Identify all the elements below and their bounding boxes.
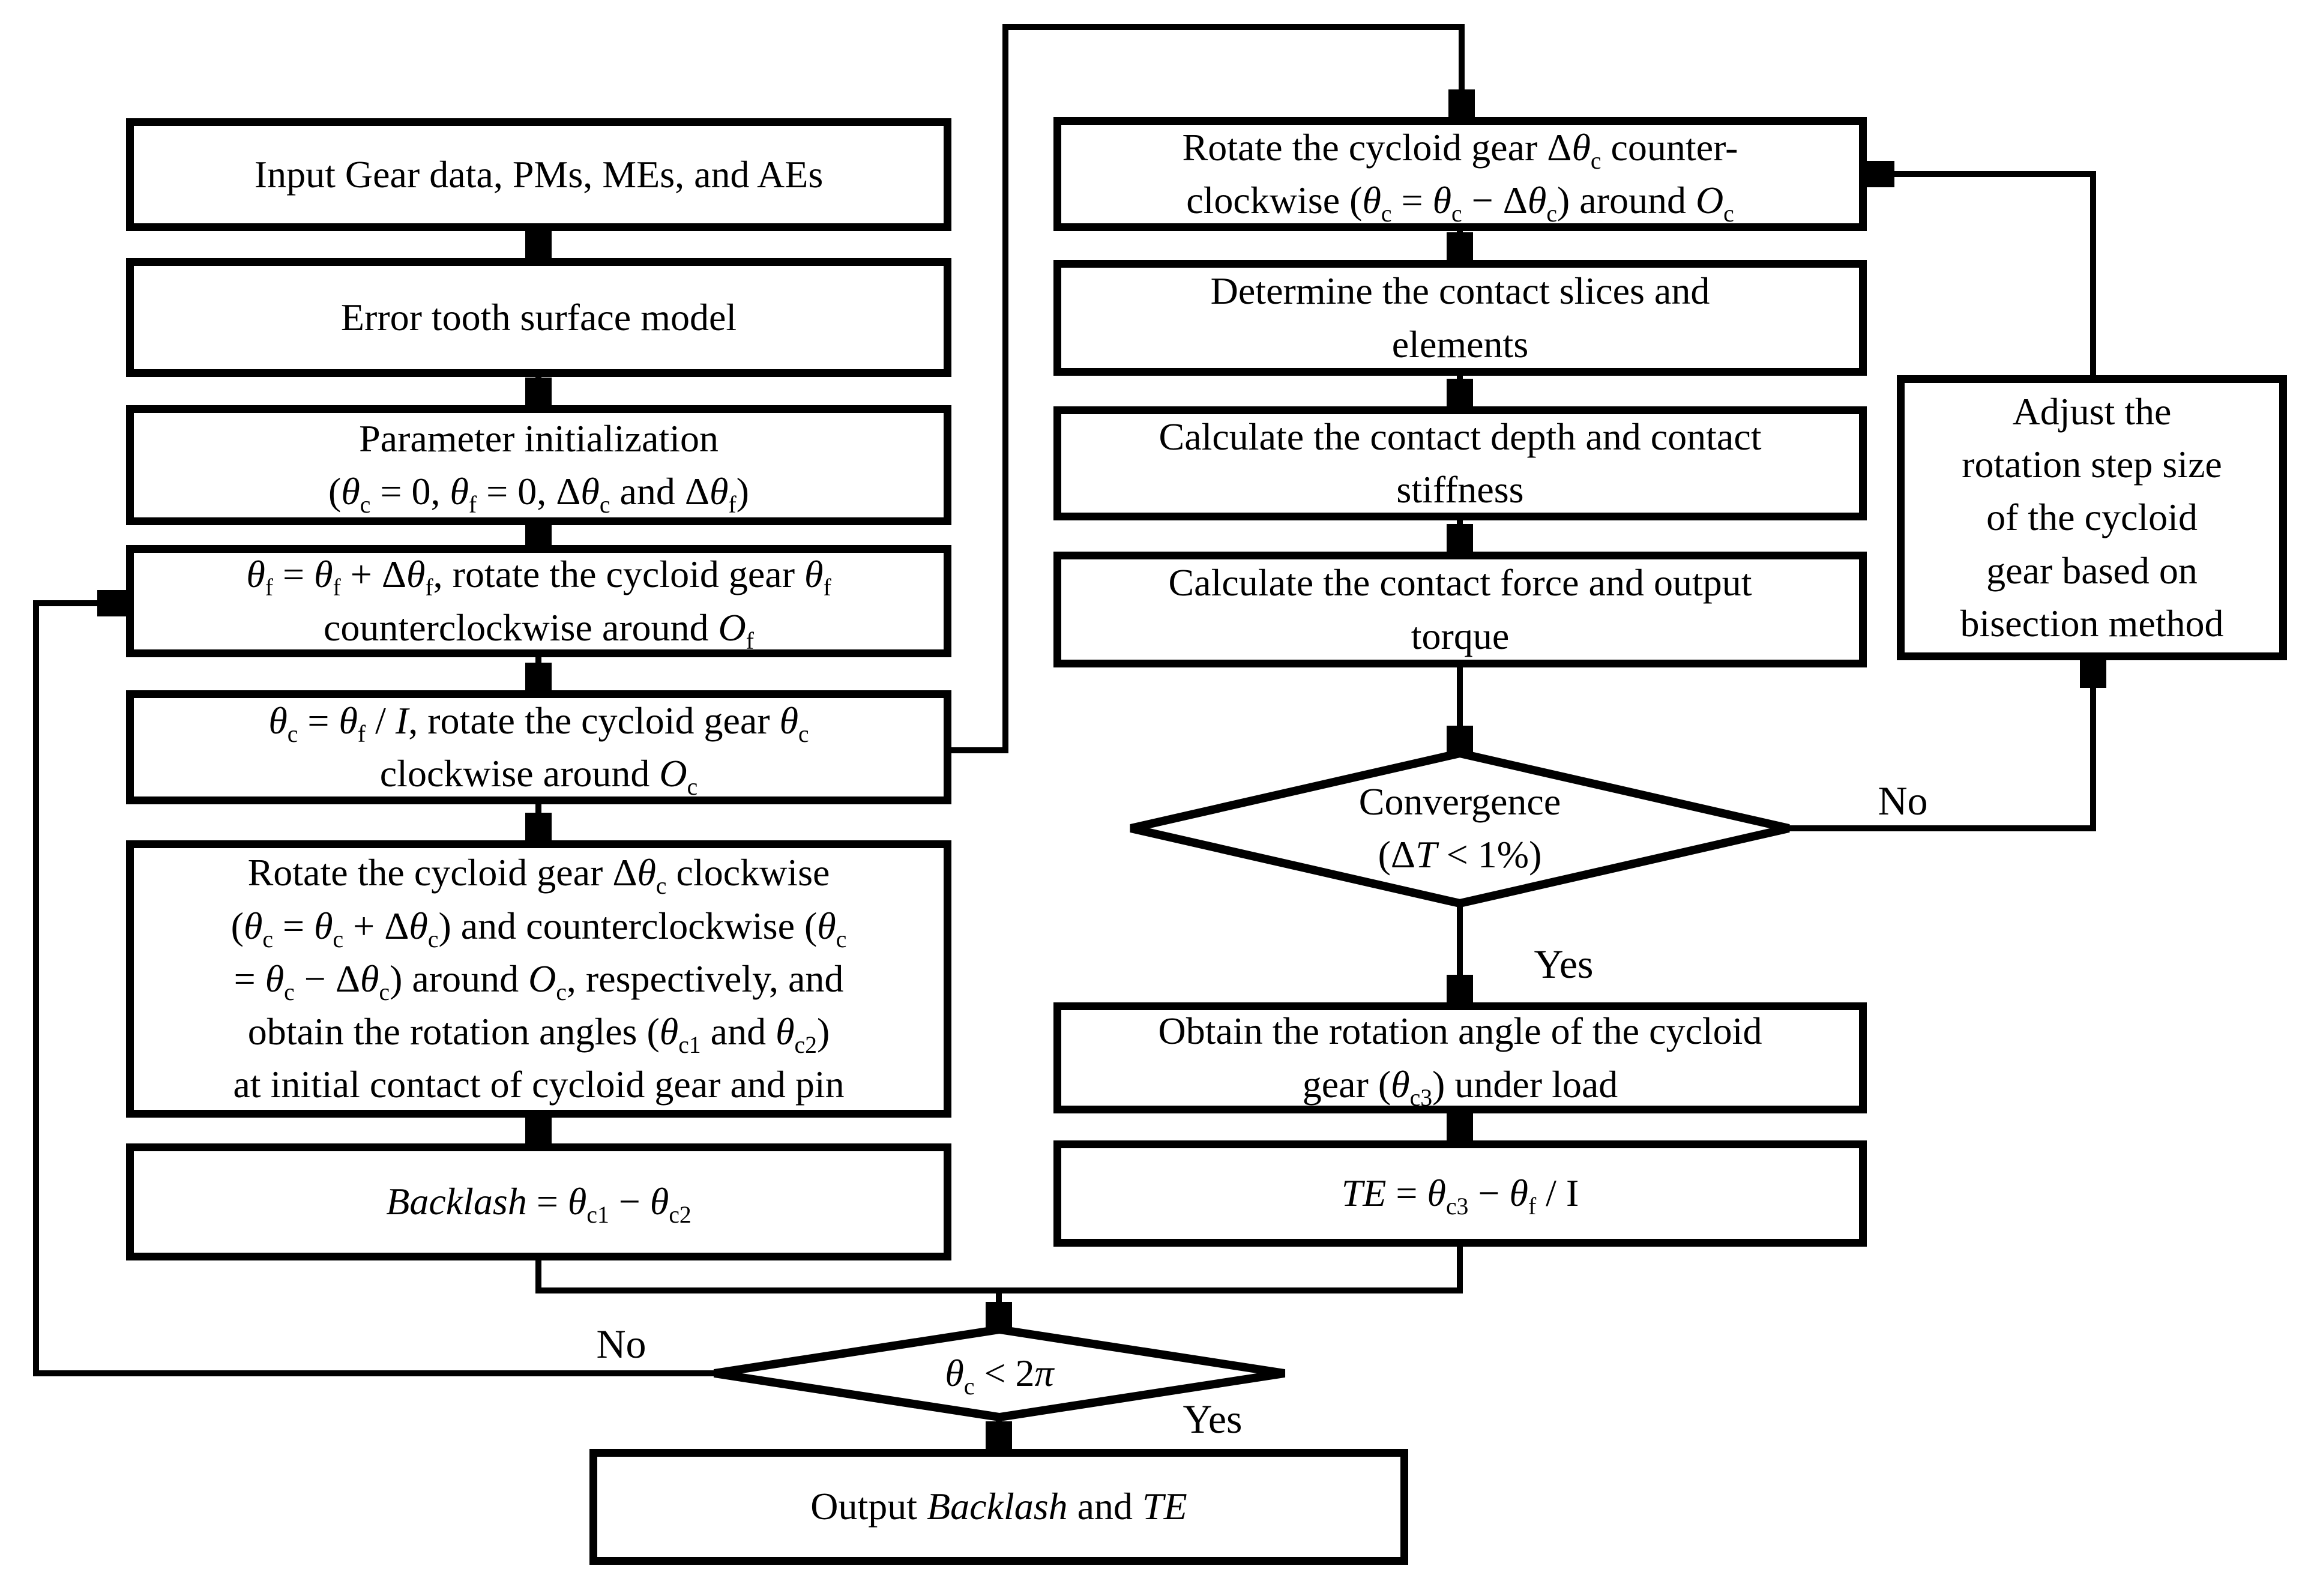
label-convergence-no: No	[1878, 778, 1928, 824]
flow-step-rotate-theta-f: θf = θf + Δθf, rotate the cycloid gear θ…	[126, 545, 951, 657]
decision-theta-c-limit: θc < 2π	[945, 1351, 1054, 1400]
flow-step-obtain-rotation-angle-under-load: Obtain the rotation angle of the cycloid…	[1053, 1002, 1867, 1113]
decision-convergence: Convergence(ΔT < 1%)	[1358, 780, 1561, 876]
flow-step-output: Output Backlash and TE	[589, 1449, 1408, 1565]
label-loop-yes: Yes	[1183, 1396, 1243, 1442]
connector-theta-check-no-loop	[33, 603, 714, 1376]
connector-convergence-no-to-adjust	[1789, 664, 2093, 831]
connector-rotate-c-to-rotate-ccw	[951, 24, 1462, 753]
flow-step-transmission-error: TE = θc3 − θf / I	[1053, 1140, 1867, 1247]
flow-step-initial-contact-rotation: Rotate the cycloid gear Δθc clockwise(θc…	[126, 840, 951, 1118]
flow-step-error-tooth-surface-model: Error tooth surface model	[126, 258, 951, 377]
convergence-diamond-shape	[1130, 748, 1790, 908]
label-loop-no: No	[596, 1321, 646, 1367]
theta-limit-diamond-shape	[713, 1325, 1286, 1422]
flow-step-parameter-initialization: Parameter initialization(θc = 0, θf = 0,…	[126, 405, 951, 525]
label-convergence-yes: Yes	[1534, 941, 1594, 987]
flow-step-input: Input Gear data, PMs, MEs, and AEs	[126, 118, 951, 231]
connector-adjust-to-rotate-ccw	[1870, 174, 2096, 375]
flow-step-rotate-ccw-delta-theta-c: Rotate the cycloid gear Δθc counter-cloc…	[1053, 117, 1867, 231]
flow-step-backlash: Backlash = θc1 − θc2	[126, 1143, 951, 1260]
